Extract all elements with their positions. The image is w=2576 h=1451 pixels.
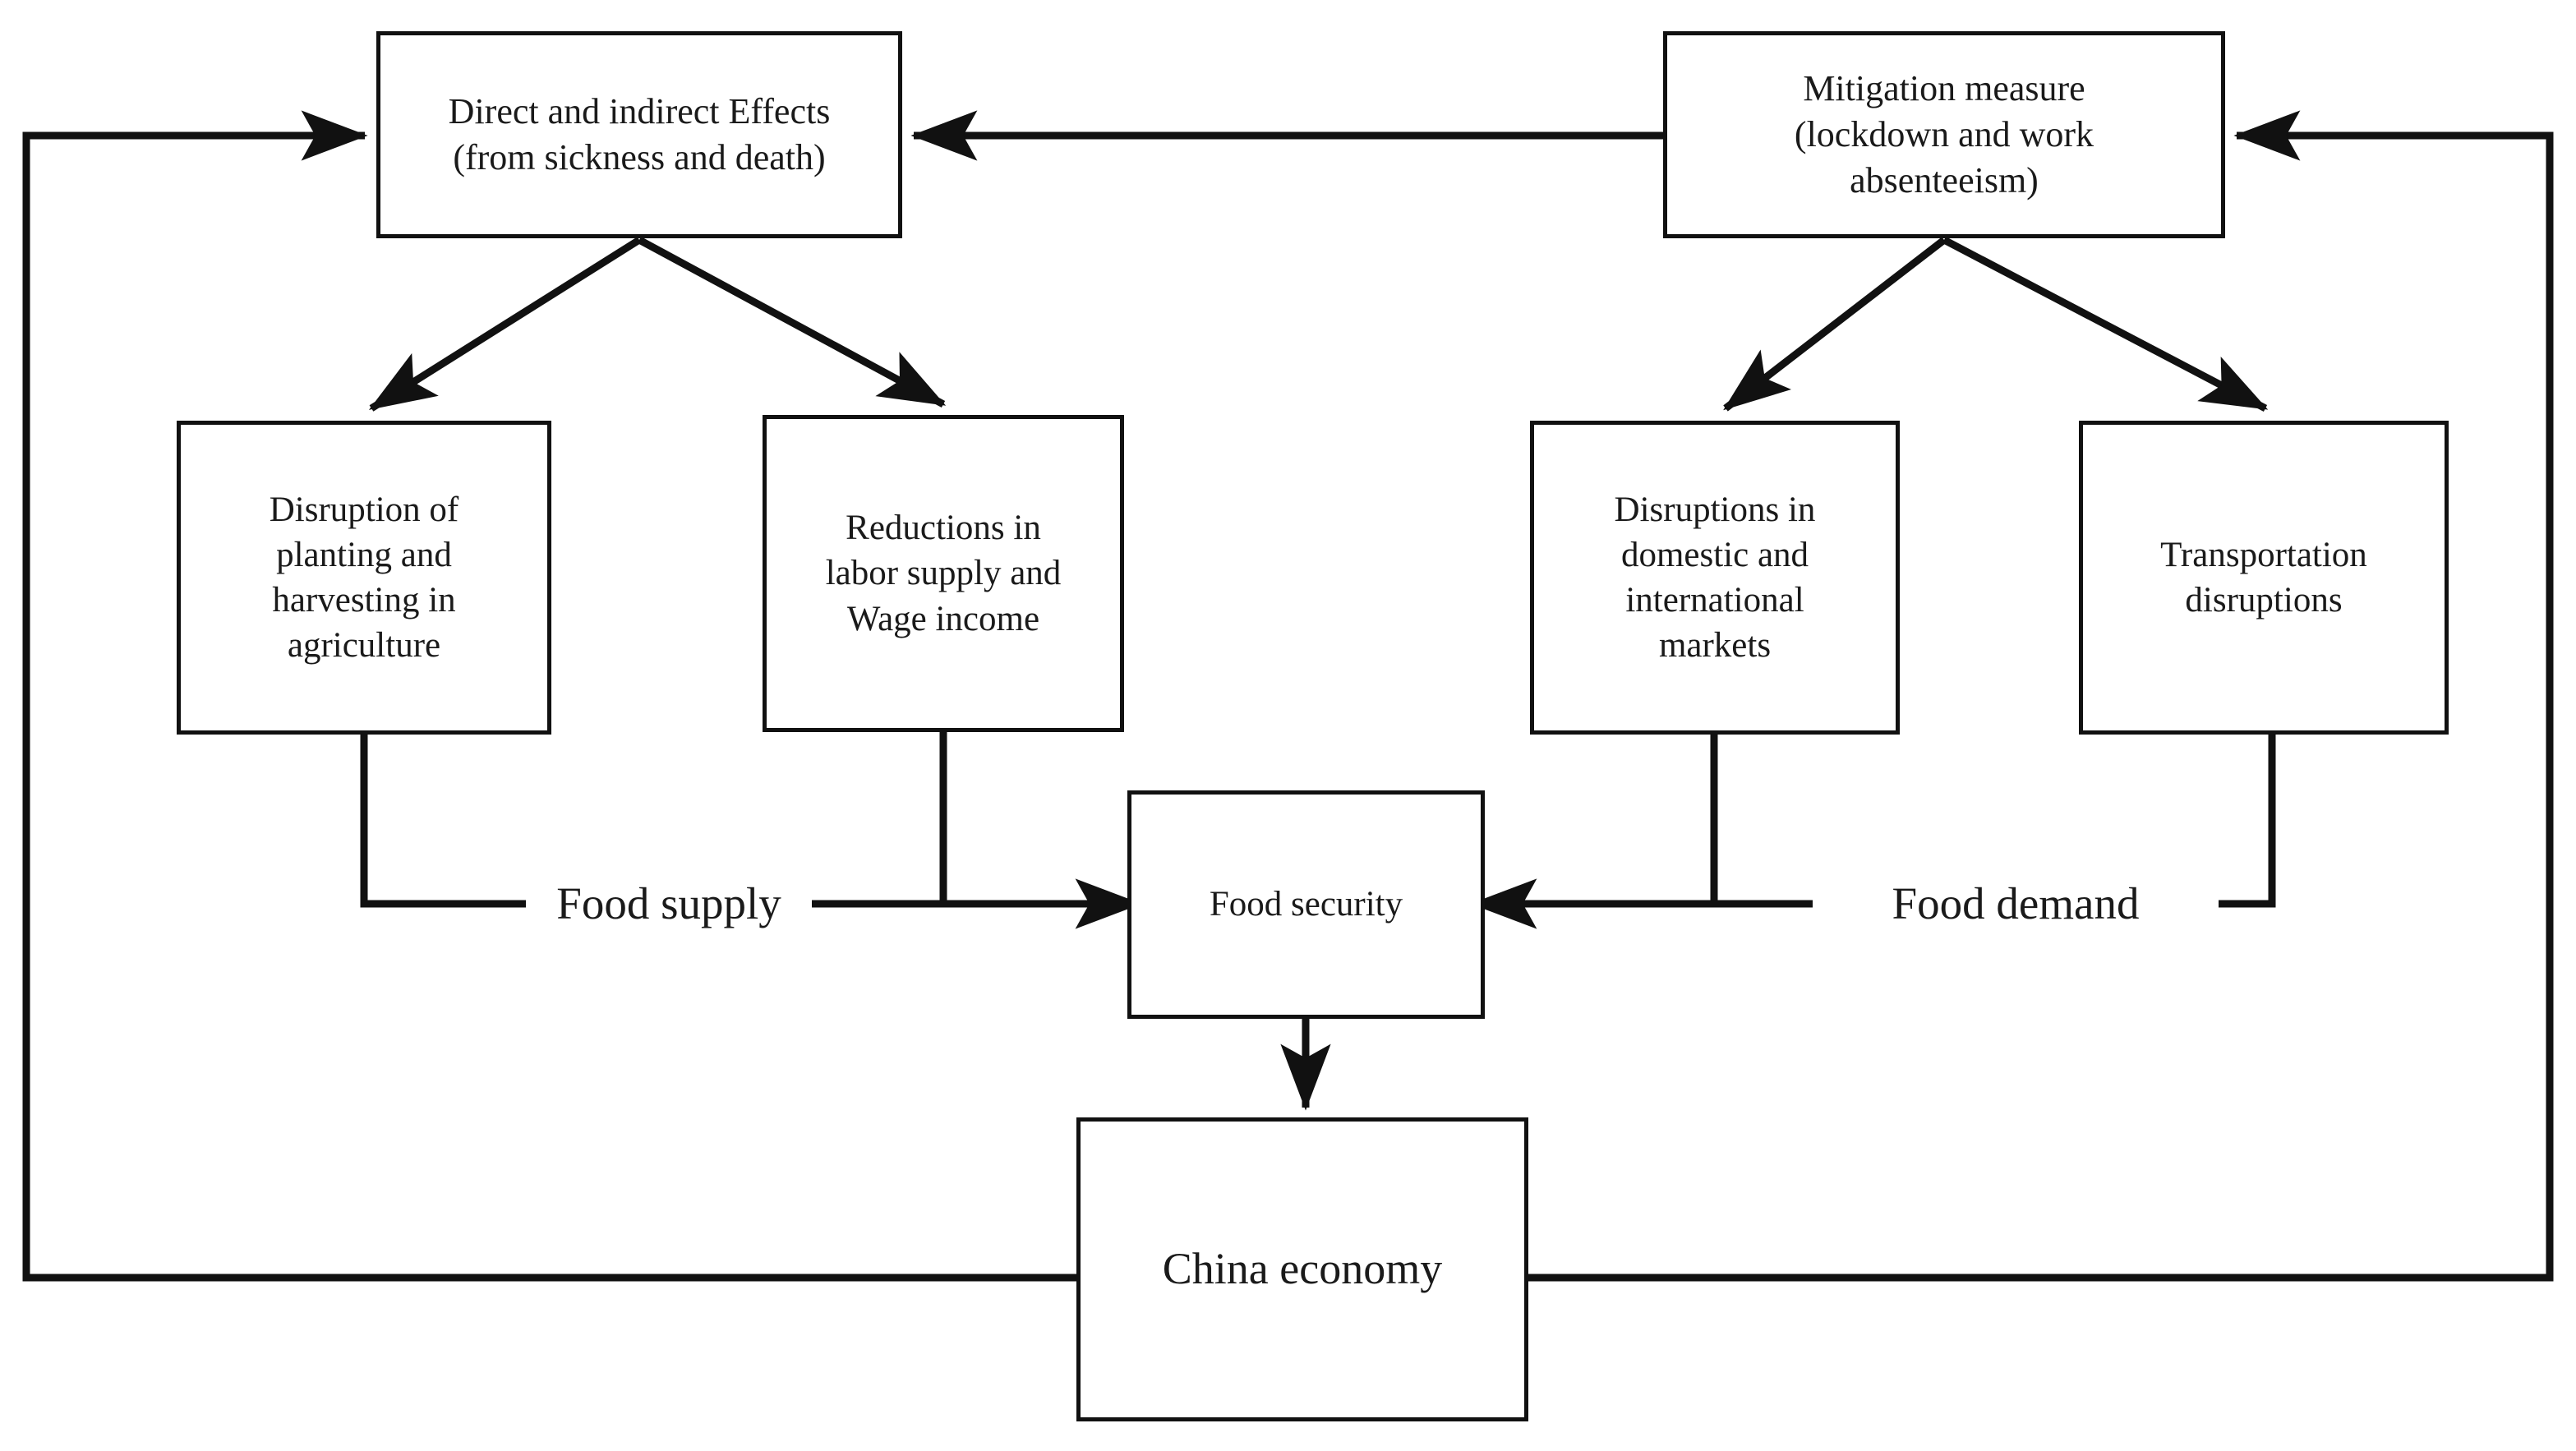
edge-transportation-to-food-demand (2196, 735, 2276, 908)
edge-label-food-demand: Food demand (1813, 881, 2219, 927)
node-direct-indirect-effects-label: Direct and indirect Effects (from sickne… (448, 90, 831, 177)
edge-effects-to-disruption-planting (368, 237, 642, 412)
node-disruptions-markets-label: Disruptions in domestic and internationa… (1614, 490, 1816, 666)
node-disruption-planting-harvesting[interactable]: Disruption of planting and harvesting in… (177, 421, 551, 735)
node-reductions-labor-wage-label: Reductions in labor supply and Wage inco… (825, 509, 1062, 638)
node-china-economy[interactable]: China economy (1076, 1117, 1528, 1421)
node-china-economy-label: China economy (1162, 1244, 1443, 1294)
edge-mitigation-to-market-disruptions (1723, 237, 1947, 412)
node-food-security[interactable]: Food security (1127, 790, 1485, 1019)
node-reductions-labor-wage[interactable]: Reductions in labor supply and Wage inco… (763, 415, 1124, 732)
node-food-security-label: Food security (1209, 885, 1403, 924)
node-mitigation-measure[interactable]: Mitigation measure (lockdown and work ab… (1663, 31, 2225, 238)
edge-china-economy-feedback-right (1528, 110, 2554, 1282)
node-direct-indirect-effects[interactable]: Direct and indirect Effects (from sickne… (376, 31, 902, 238)
edge-mitigation-to-transportation (1942, 237, 2269, 412)
node-mitigation-measure-label: Mitigation measure (lockdown and work ab… (1794, 67, 2094, 201)
edge-disruption-planting-to-food-supply (360, 735, 526, 908)
edge-label-food-supply: Food supply (526, 881, 812, 927)
edge-market-disruptions-to-food-demand (1710, 735, 1813, 908)
edge-china-economy-feedback-left (22, 110, 1076, 1282)
node-disruption-planting-harvesting-label: Disruption of planting and harvesting in… (269, 490, 459, 666)
edge-label-food-demand-text: Food demand (1892, 878, 2140, 928)
edge-label-food-supply-text: Food supply (556, 878, 781, 928)
node-transportation-disruptions-label: Transportation disruptions (2160, 535, 2367, 620)
node-transportation-disruptions[interactable]: Transportation disruptions (2079, 421, 2449, 735)
node-disruptions-markets[interactable]: Disruptions in domestic and internationa… (1530, 421, 1900, 735)
edge-effects-to-reductions-labor (637, 237, 947, 408)
